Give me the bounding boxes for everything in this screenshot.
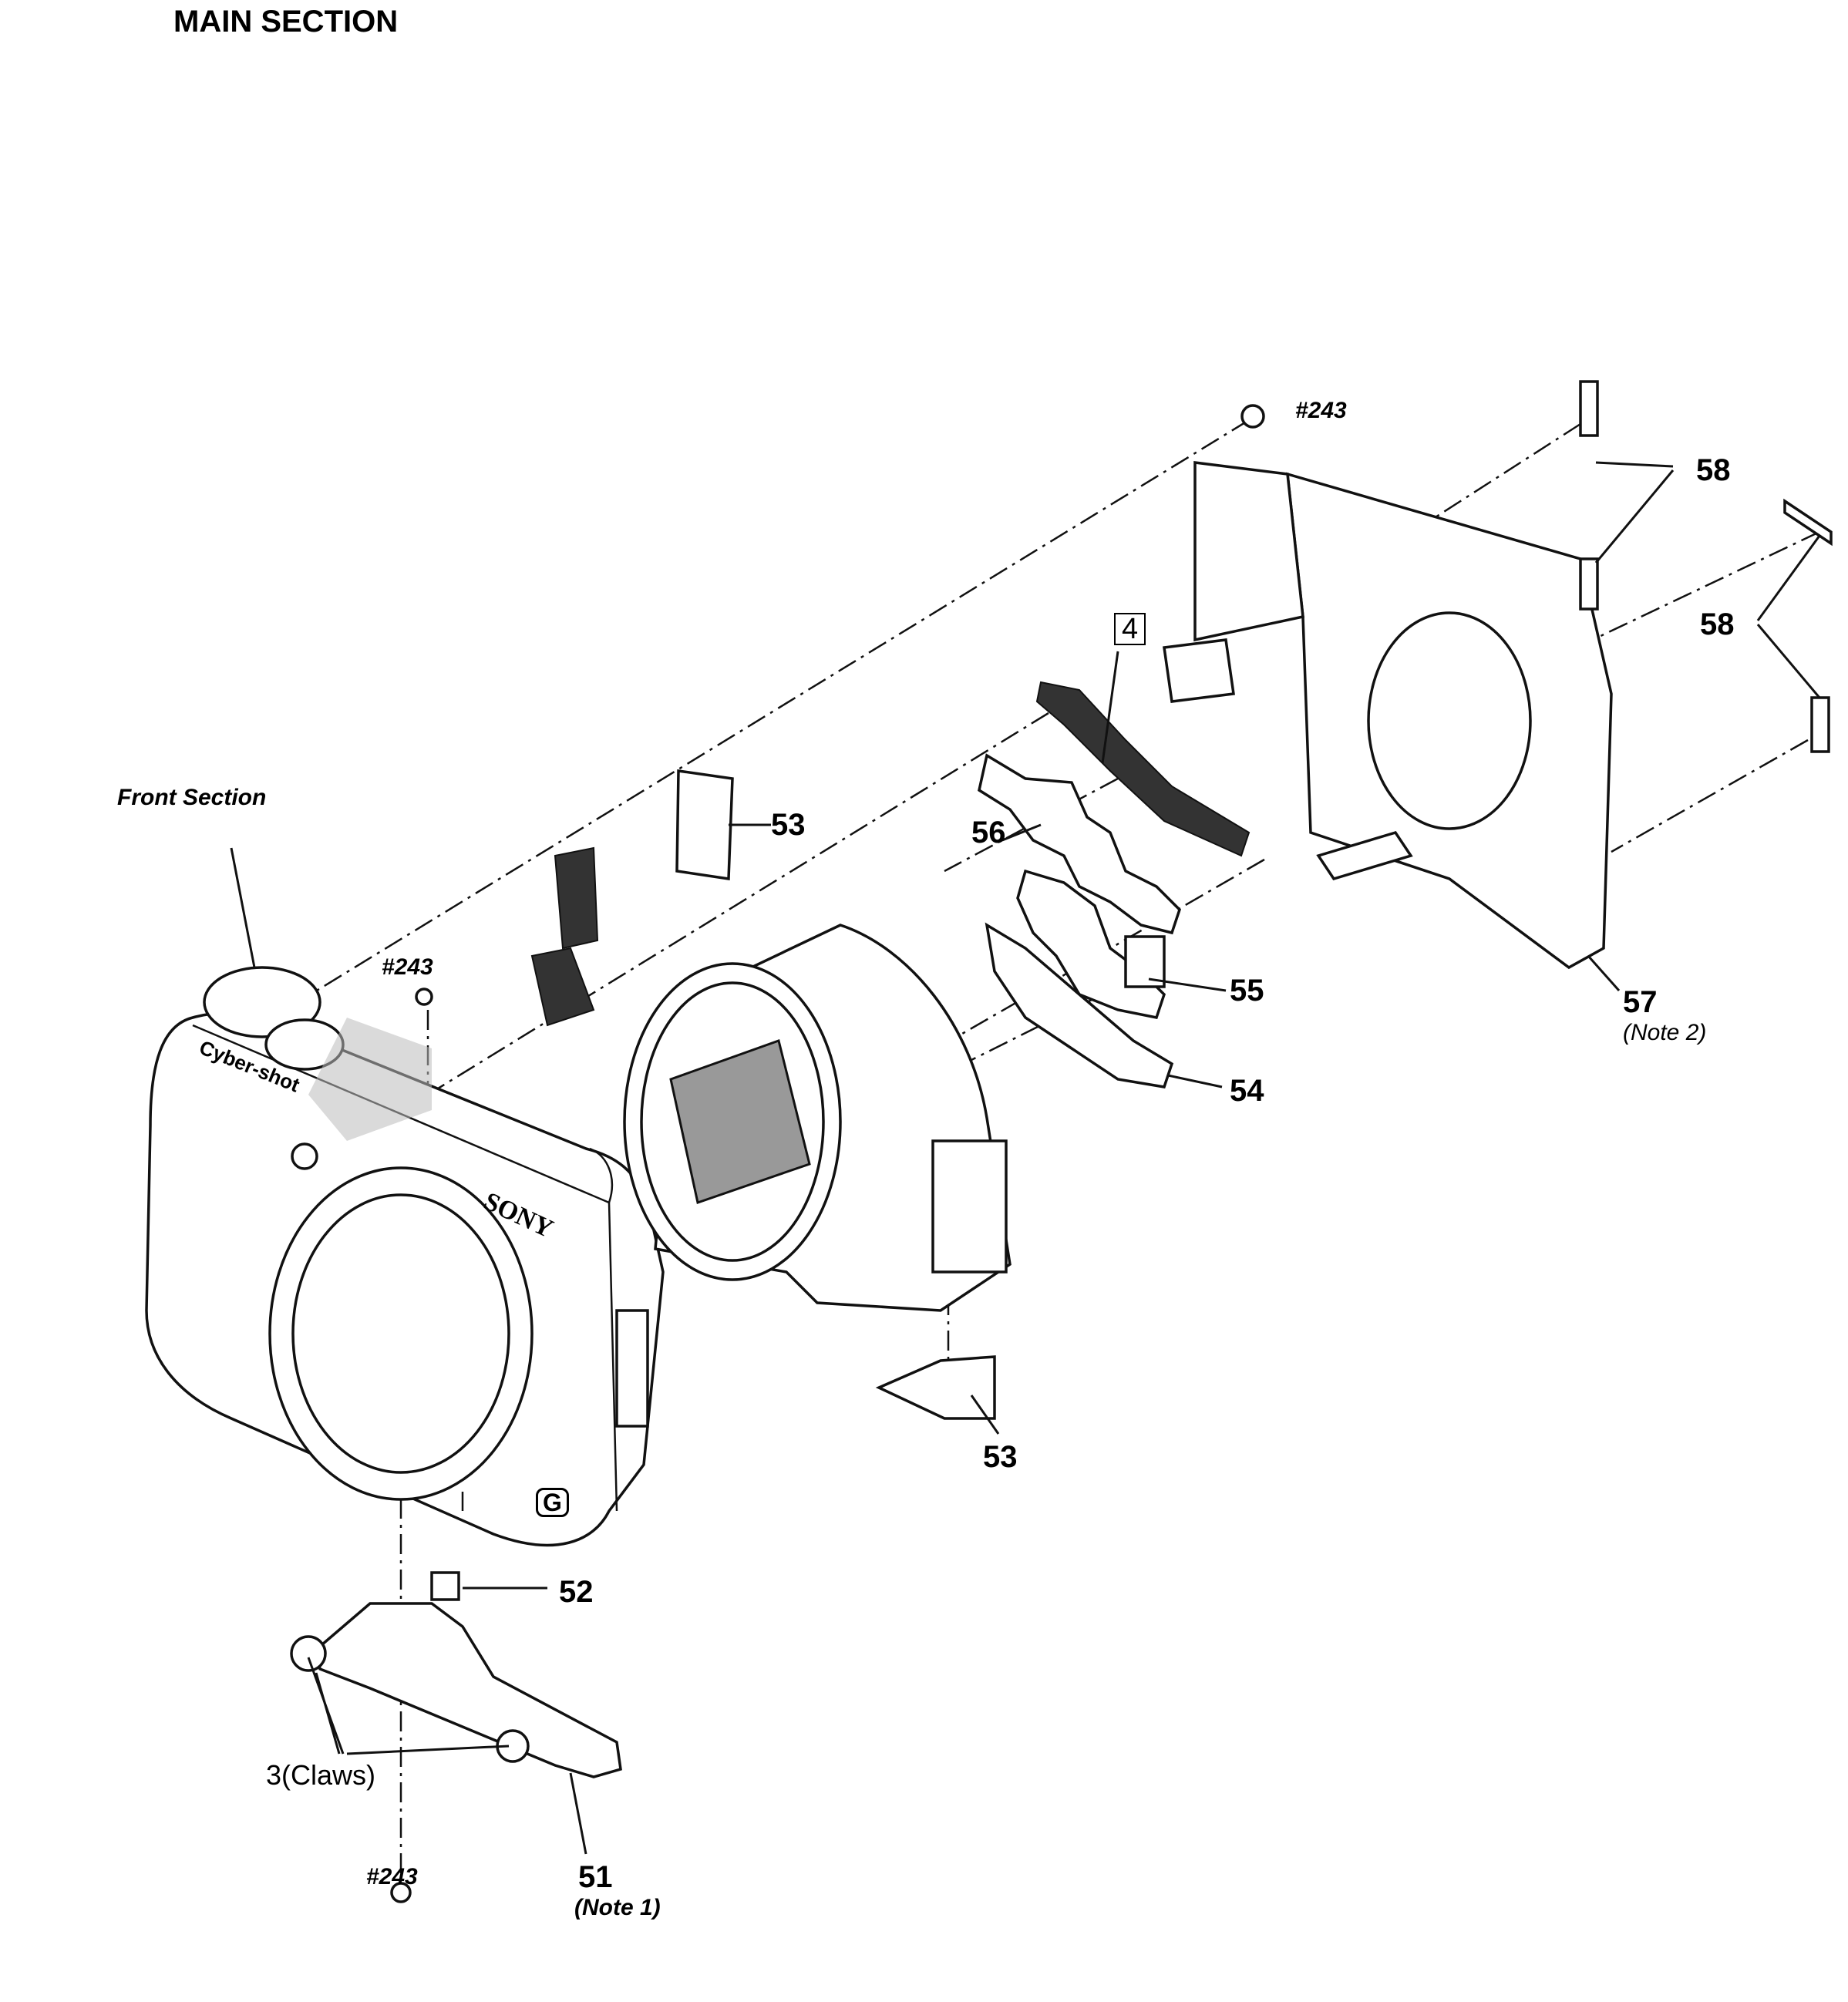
callout-53-bottom: 53 <box>983 1440 1018 1474</box>
camera-body-drawing <box>145 966 665 1547</box>
callout-51-note: (Note 1) <box>574 1895 661 1920</box>
tabs-58-drawing <box>1579 380 1833 753</box>
lens-block-drawing <box>623 924 1012 1312</box>
callout-56: 56 <box>971 816 1006 850</box>
leader-lines <box>230 461 1821 1855</box>
callout-58-right: 58 <box>1700 607 1735 641</box>
callout-57: 57 <box>1623 985 1658 1019</box>
page-title: MAIN SECTION <box>173 5 399 39</box>
g-logo-text: G <box>536 1488 569 1517</box>
callout-57-note: (Note 2) <box>1623 1020 1707 1045</box>
screw-ref-top: #243 <box>1295 398 1347 423</box>
callout-52: 52 <box>559 1575 594 1609</box>
front-section-label: Front Section <box>117 785 267 810</box>
chassis-plate-drawing <box>1163 461 1613 970</box>
callout-4: 4 <box>1114 613 1146 645</box>
callout-54: 54 <box>1230 1074 1264 1108</box>
sheet-parts-drawing <box>530 681 1251 1420</box>
callout-55: 55 <box>1230 974 1264 1008</box>
bottom-bracket-drawing <box>290 404 1265 1903</box>
callout-51: 51 <box>578 1860 613 1894</box>
screw-ref-middle: #243 <box>382 954 433 980</box>
claws-label: 3(Claws) <box>266 1759 376 1791</box>
callout-53-top: 53 <box>771 808 806 842</box>
screw-ref-bottom: #243 <box>366 1864 418 1889</box>
callout-58-top: 58 <box>1696 453 1731 487</box>
